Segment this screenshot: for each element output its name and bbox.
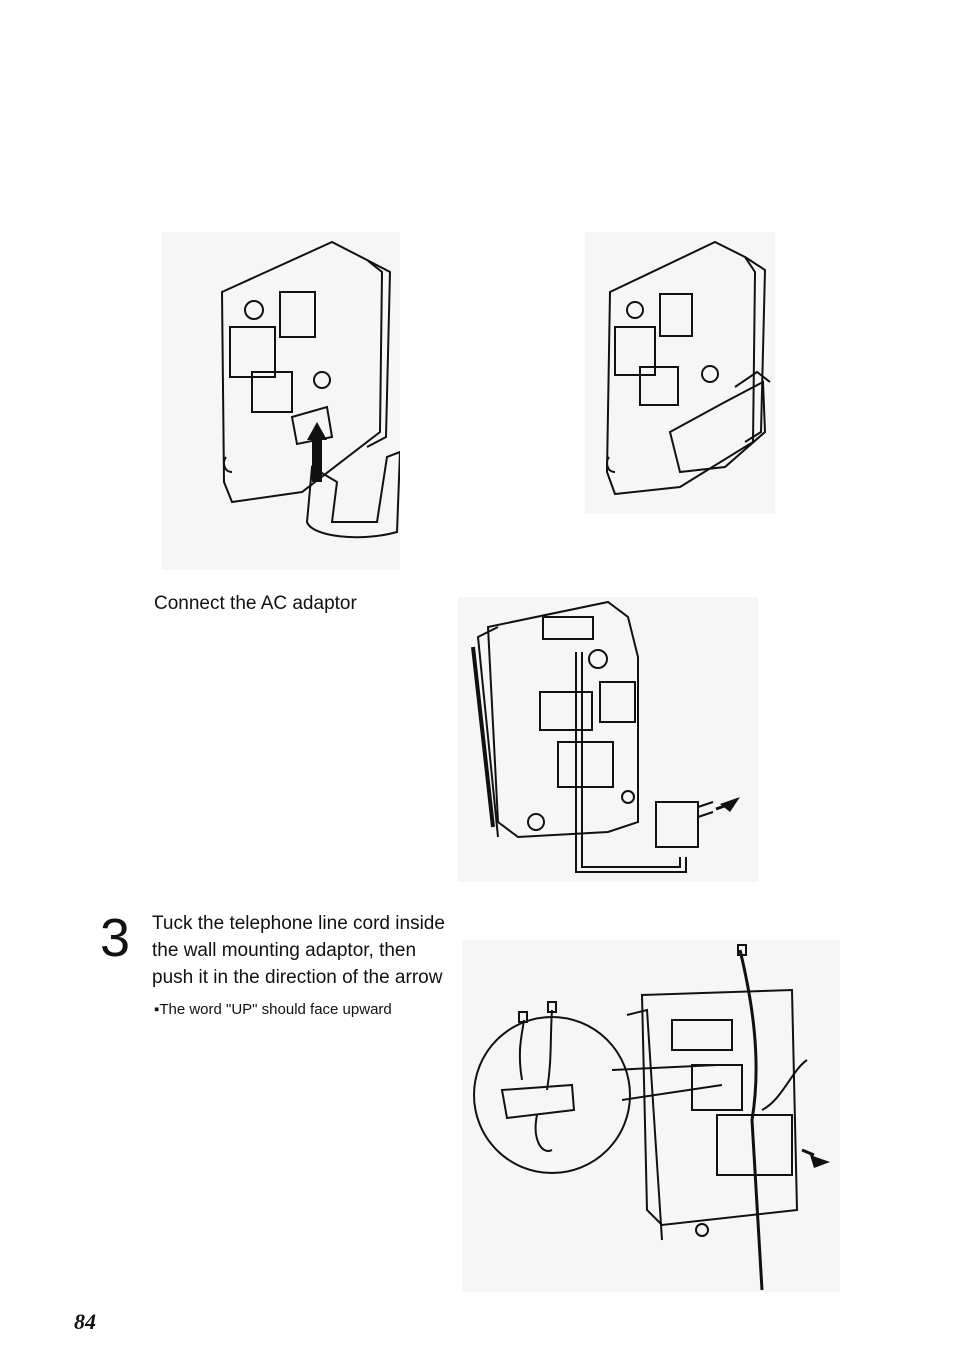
step-3-line-1: Tuck the telephone line cord inside [152, 911, 445, 937]
step-3-line-3: push it in the direction of the arrow [152, 965, 442, 991]
step-3-note: ▪The word "UP" should face upward [154, 1000, 392, 1020]
detail-circle [474, 1017, 630, 1173]
base-unit-drawing-2 [585, 232, 775, 514]
push-arrow [810, 1155, 830, 1168]
base-unit-drawing-1 [162, 232, 400, 570]
step-2-instruction: Connect the AC adaptor [154, 591, 357, 617]
figure-adaptor-attached [585, 232, 775, 514]
base-back-ac-drawing [458, 597, 758, 882]
figure-adaptor-attach [162, 232, 400, 570]
figure-cord-tuck [462, 940, 840, 1292]
figure-ac-adaptor-connection [458, 597, 758, 882]
step-3-number: 3 [100, 908, 130, 968]
page-number: 84 [74, 1309, 96, 1335]
cord-tuck-drawing [462, 940, 840, 1292]
insert-arrow-head [307, 422, 327, 440]
insert-arrow-shaft [312, 437, 322, 482]
step-3-line-2: the wall mounting adaptor, then [152, 938, 416, 964]
